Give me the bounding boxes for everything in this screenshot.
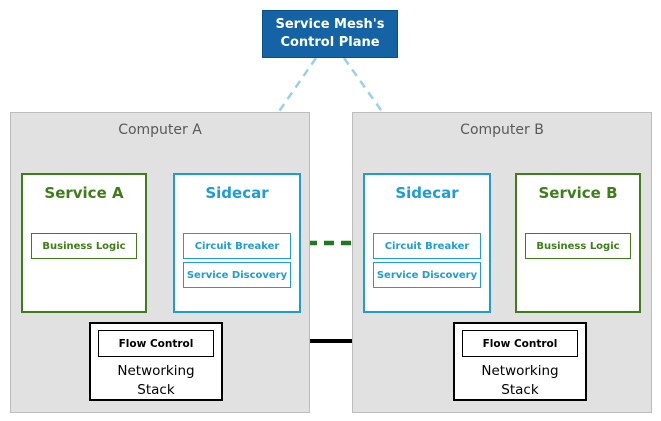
networking-stack-a-label-line1: Networking xyxy=(117,363,195,379)
service-discovery-a-box: Service Discovery xyxy=(183,262,291,288)
service-a-box: Service A Business Logic xyxy=(21,173,147,313)
computer-a-title: Computer A xyxy=(118,122,202,138)
control-plane-label-line2: Control Plane xyxy=(280,35,380,50)
service-b-title: Service B xyxy=(538,184,618,202)
networking-stack-a-label: Networking Stack xyxy=(91,362,221,400)
networking-stack-a-label-line2: Stack xyxy=(137,381,175,398)
business-logic-b-box: Business Logic xyxy=(525,233,631,259)
networking-stack-b-box: Flow Control Networking Stack xyxy=(453,322,587,401)
sidecar-a-title: Sidecar xyxy=(205,184,269,202)
sidecar-b-title: Sidecar xyxy=(395,184,459,202)
sidecar-a-box: Sidecar Circuit Breaker Service Discover… xyxy=(173,173,301,313)
service-b-box: Service B Business Logic xyxy=(515,173,641,313)
control-plane-box: Service Mesh's Control Plane xyxy=(262,10,398,58)
computer-b-title: Computer B xyxy=(460,122,544,138)
business-logic-a-box: Business Logic xyxy=(31,233,137,259)
service-a-title: Service A xyxy=(44,184,124,202)
service-discovery-b-box: Service Discovery xyxy=(373,262,481,288)
circuit-breaker-b-box: Circuit Breaker xyxy=(373,233,481,259)
computer-a-panel: Computer A Service A Business Logic Side… xyxy=(10,112,310,413)
networking-stack-b-label-line1: Networking xyxy=(481,363,559,379)
networking-stack-b-label-line2: Stack xyxy=(501,381,539,398)
flow-control-a-box: Flow Control xyxy=(98,330,214,357)
networking-stack-b-label: Networking Stack xyxy=(455,362,585,400)
circuit-breaker-a-box: Circuit Breaker xyxy=(183,233,291,259)
control-plane-label-line1: Service Mesh's xyxy=(275,16,385,32)
networking-stack-a-box: Flow Control Networking Stack xyxy=(89,322,223,401)
sidecar-b-box: Sidecar Circuit Breaker Service Discover… xyxy=(363,173,491,313)
computer-b-panel: Computer B Sidecar Circuit Breaker Servi… xyxy=(352,112,652,413)
flow-control-b-box: Flow Control xyxy=(462,330,578,357)
